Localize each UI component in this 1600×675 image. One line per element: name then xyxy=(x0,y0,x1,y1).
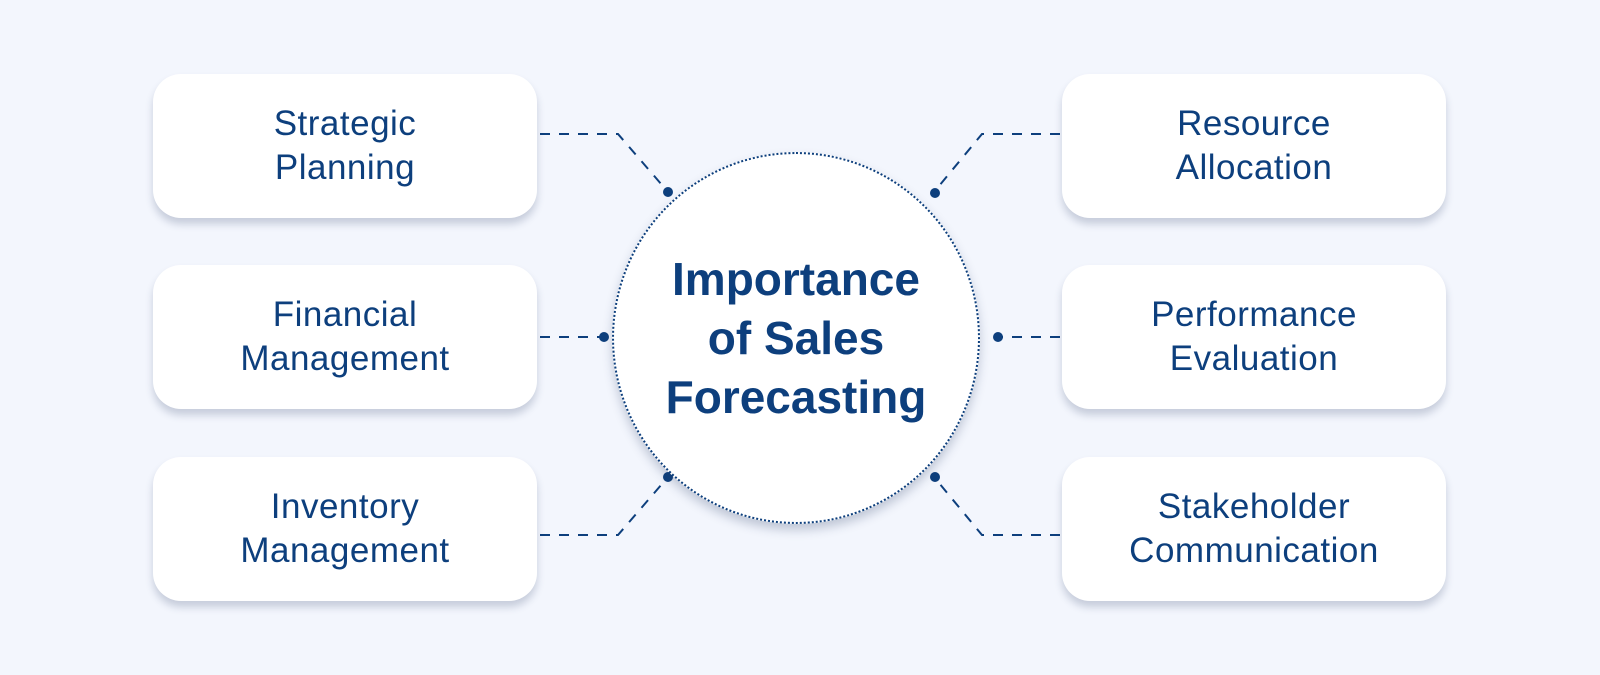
card-label: Inventory xyxy=(270,487,420,526)
center-title-line: Importance xyxy=(672,252,920,305)
card-stakeholder-communication: Stakeholder Communication xyxy=(1062,457,1446,601)
card-label: Resource xyxy=(1177,104,1331,143)
connector-inventory-management xyxy=(540,476,669,536)
card-label: Management xyxy=(240,531,450,570)
connector-dot xyxy=(930,472,940,482)
card-label: Evaluation xyxy=(1169,339,1339,378)
connector-strategic-planning xyxy=(540,133,669,193)
card-label: Performance xyxy=(1151,295,1357,334)
card-performance-evaluation: Performance Evaluation xyxy=(1062,265,1446,409)
card-label: Financial xyxy=(272,295,418,334)
connector-dot xyxy=(599,332,609,342)
card-resource-allocation: Resource Allocation xyxy=(1062,74,1446,218)
center-title-line: Forecasting xyxy=(665,370,927,423)
connector-resource-allocation xyxy=(933,133,1060,193)
connector-stakeholder-communication xyxy=(933,476,1060,536)
center-topic-circle: Importance of Sales Forecasting xyxy=(612,152,980,524)
card-label: Allocation xyxy=(1175,148,1333,187)
card-inventory-management: Inventory Management xyxy=(153,457,537,601)
connector-dot xyxy=(663,187,673,197)
connector-dot xyxy=(930,188,940,198)
card-label: Strategic xyxy=(273,104,417,143)
center-title-line: of Sales xyxy=(707,311,885,364)
card-financial-management: Financial Management xyxy=(153,265,537,409)
card-label: Communication xyxy=(1129,531,1379,570)
connector-dot xyxy=(993,332,1003,342)
card-label: Stakeholder xyxy=(1157,487,1351,526)
card-strategic-planning: Strategic Planning xyxy=(153,74,537,218)
card-label: Management xyxy=(240,339,450,378)
card-label: Planning xyxy=(274,148,416,187)
